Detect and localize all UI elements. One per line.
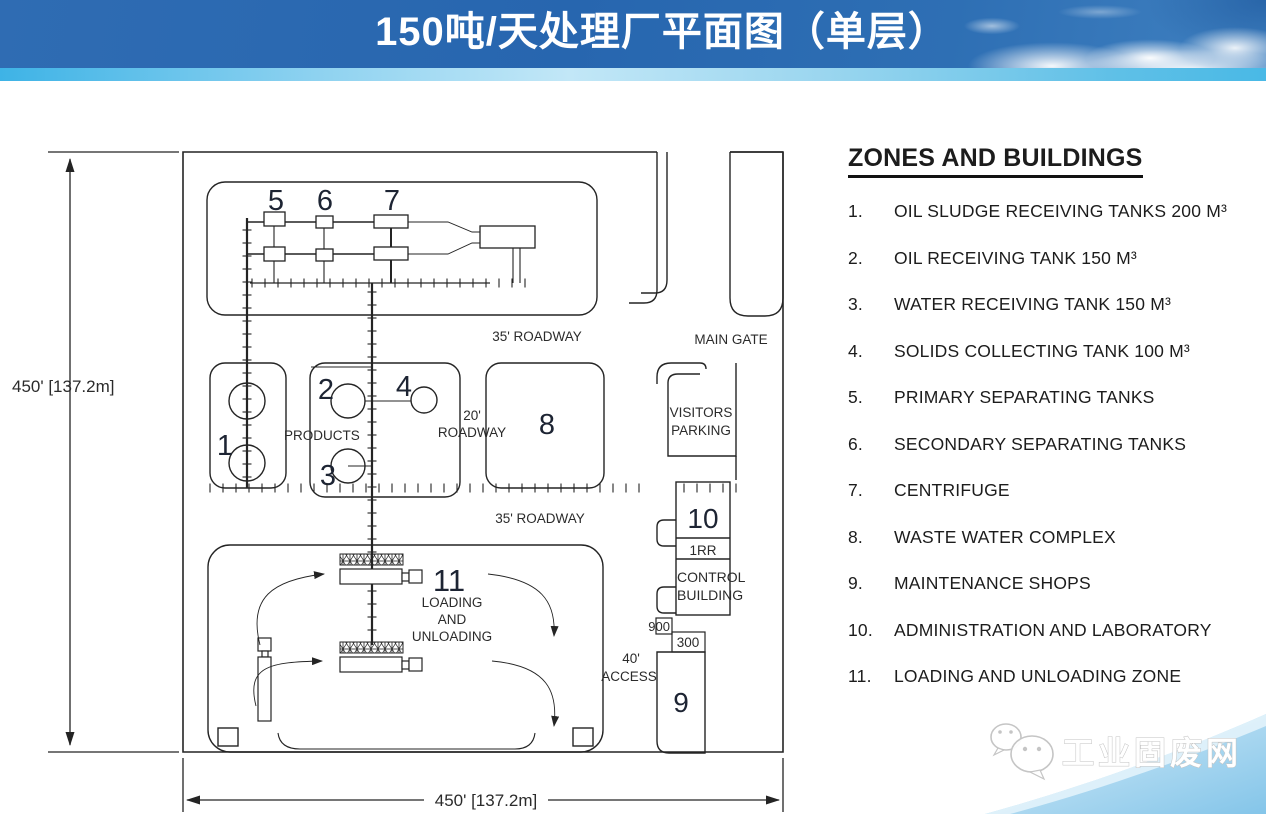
roadway-35-mid-label: 35' ROADWAY (495, 511, 585, 526)
legend-item-number: 7. (848, 480, 863, 500)
legend-item: 2. OIL RECEIVING TANK 150 M³ (848, 247, 1250, 268)
control-building-label-2: BUILDING (677, 587, 743, 603)
legend-item: 3. WATER RECEIVING TANK 150 M³ (848, 295, 1250, 314)
legend-item-number: 4. (848, 340, 863, 361)
corner-swoosh (985, 714, 1266, 814)
top-zone-tick-row (251, 278, 526, 288)
legend-item-label: SOLIDS COLLECTING TANK 100 M³ (894, 340, 1190, 361)
visitors-parking-outline (656, 362, 737, 480)
roadway-20-label-2: ROADWAY (438, 425, 506, 440)
wechat-icon (990, 723, 1054, 781)
legend-title: ZONES AND BUILDINGS (848, 144, 1143, 178)
zone-3-number: 3 (320, 460, 336, 492)
access-label-2: ACCESS (601, 669, 657, 684)
loading-label-3: UNLOADING (412, 629, 492, 644)
visitors-parking-label-2: PARKING (671, 423, 731, 438)
zone-11-outline (207, 544, 604, 753)
zone-6-number: 6 (317, 185, 333, 217)
visitors-parking-label-1: VISITORS (670, 405, 733, 420)
legend-item-label: OIL SLUDGE RECEIVING TANKS 200 M³ (894, 201, 1228, 221)
legend-list: 1. OIL SLUDGE RECEIVING TANKS 200 M³ 2. … (848, 202, 1250, 686)
tanker-truck-vertical (257, 637, 272, 722)
roadway-35-top-label: 35' ROADWAY (492, 329, 582, 344)
legend-item: 1. OIL SLUDGE RECEIVING TANKS 200 M³ (848, 202, 1250, 221)
zone-10-number: 10 (687, 503, 718, 534)
left-dimension (48, 151, 179, 753)
slide-header: 150吨/天处理厂平面图（单层） (0, 0, 1266, 68)
legend-item: 10. ADMINISTRATION AND LABORATORY (848, 619, 1250, 640)
legend-item-number: 6. (848, 433, 863, 454)
legend-item-label: PRIMARY SEPARATING TANKS (894, 387, 1155, 407)
control-building-label-1: CONTROL (677, 569, 746, 585)
separator-tank-boxes (263, 211, 409, 262)
roadway-20-label-1: 20' (463, 408, 481, 423)
tanker-truck-bottom (339, 656, 423, 673)
zone-1-number: 1 (217, 430, 233, 462)
legend-item-number: 5. (848, 387, 863, 407)
legend-item: 5. PRIMARY SEPARATING TANKS (848, 388, 1250, 407)
pipe-west-ticks (242, 229, 252, 478)
header-accent-strip (0, 68, 1266, 81)
legend-item-label: MAINTENANCE SHOPS (894, 573, 1091, 593)
zone-2-number: 2 (318, 374, 334, 406)
legend-item-number: 9. (848, 573, 863, 593)
watermark-text: 工业固废网 (1062, 735, 1242, 771)
zone-2-3-4-outline (309, 362, 461, 498)
legend-panel: ZONES AND BUILDINGS 1. OIL SLUDGE RECEIV… (848, 144, 1250, 714)
tank-circle (410, 386, 438, 414)
building-900-box (655, 617, 673, 635)
legend-item-number: 1. (848, 201, 863, 221)
legend-item-number: 3. (848, 294, 863, 314)
mid-tick-row-right (683, 483, 737, 493)
building-300-label: 300 (677, 635, 700, 650)
left-dimension-label: 450' [137.2m] (12, 377, 114, 396)
legend-item-label: WATER RECEIVING TANK 150 M³ (894, 294, 1172, 314)
tanker-truck-top (339, 568, 423, 585)
legend-item-number: 8. (848, 526, 863, 547)
access-label-1: 40' (622, 651, 640, 666)
building-9-outline (656, 651, 706, 754)
loading-label-1: LOADING (422, 595, 483, 610)
legend-item: 11. LOADING AND UNLOADING ZONE (848, 667, 1250, 686)
legend-item-label: SECONDARY SEPARATING TANKS (894, 433, 1187, 454)
zone-9-number: 9 (673, 687, 689, 718)
legend-item-label: OIL RECEIVING TANK 150 M³ (894, 247, 1137, 268)
irr-label: 1RR (689, 543, 716, 558)
loading-label-2: AND (438, 612, 467, 627)
zone-4-number: 4 (396, 371, 412, 403)
legend-item-number: 2. (848, 247, 863, 268)
main-gate-label: MAIN GATE (694, 332, 767, 347)
zone-5-6-7-separating-area (206, 181, 598, 316)
legend-item-label: LOADING AND UNLOADING ZONE (894, 666, 1182, 686)
building-900-label: 900 (648, 619, 670, 634)
legend-item: 6. SECONDARY SEPARATING TANKS (848, 433, 1250, 454)
legend-item: 8. WASTE WATER COMPLEX (848, 526, 1250, 547)
products-label: PRODUCTS (284, 428, 360, 443)
legend-item-label: WASTE WATER COMPLEX (894, 526, 1116, 547)
legend-item-number: 10. (848, 619, 873, 640)
loading-platforms (339, 553, 404, 654)
main-gate-roads (629, 151, 784, 317)
legend-item-label: ADMINISTRATION AND LABORATORY (894, 619, 1212, 640)
corner-pad (217, 727, 239, 747)
bottom-dimension-label: 450' [137.2m] (435, 791, 537, 810)
zone-7-number: 7 (384, 185, 400, 217)
legend-item-number: 11. (848, 666, 872, 686)
traffic-flow-arrows (253, 571, 560, 727)
slide-title: 150吨/天处理厂平面图（单层） (375, 10, 949, 54)
centrifuge-box (479, 225, 536, 249)
mid-tick-row (209, 483, 640, 493)
zone-8-outline (485, 362, 605, 489)
legend-item: 9. MAINTENANCE SHOPS (848, 574, 1250, 593)
tank-circle (330, 383, 366, 419)
zone-5-number: 5 (268, 185, 284, 217)
legend-item-label: CENTRIFUGE (894, 480, 1010, 500)
legend-item: 4. SOLIDS COLLECTING TANK 100 M³ (848, 340, 1250, 361)
zone-11-number: 11 (433, 563, 465, 598)
legend-item: 7. CENTRIFUGE (848, 481, 1250, 500)
zone-8-number: 8 (539, 409, 555, 441)
bottom-dimension (182, 758, 784, 812)
corner-pad (572, 727, 594, 747)
building-10-outline (656, 481, 731, 616)
